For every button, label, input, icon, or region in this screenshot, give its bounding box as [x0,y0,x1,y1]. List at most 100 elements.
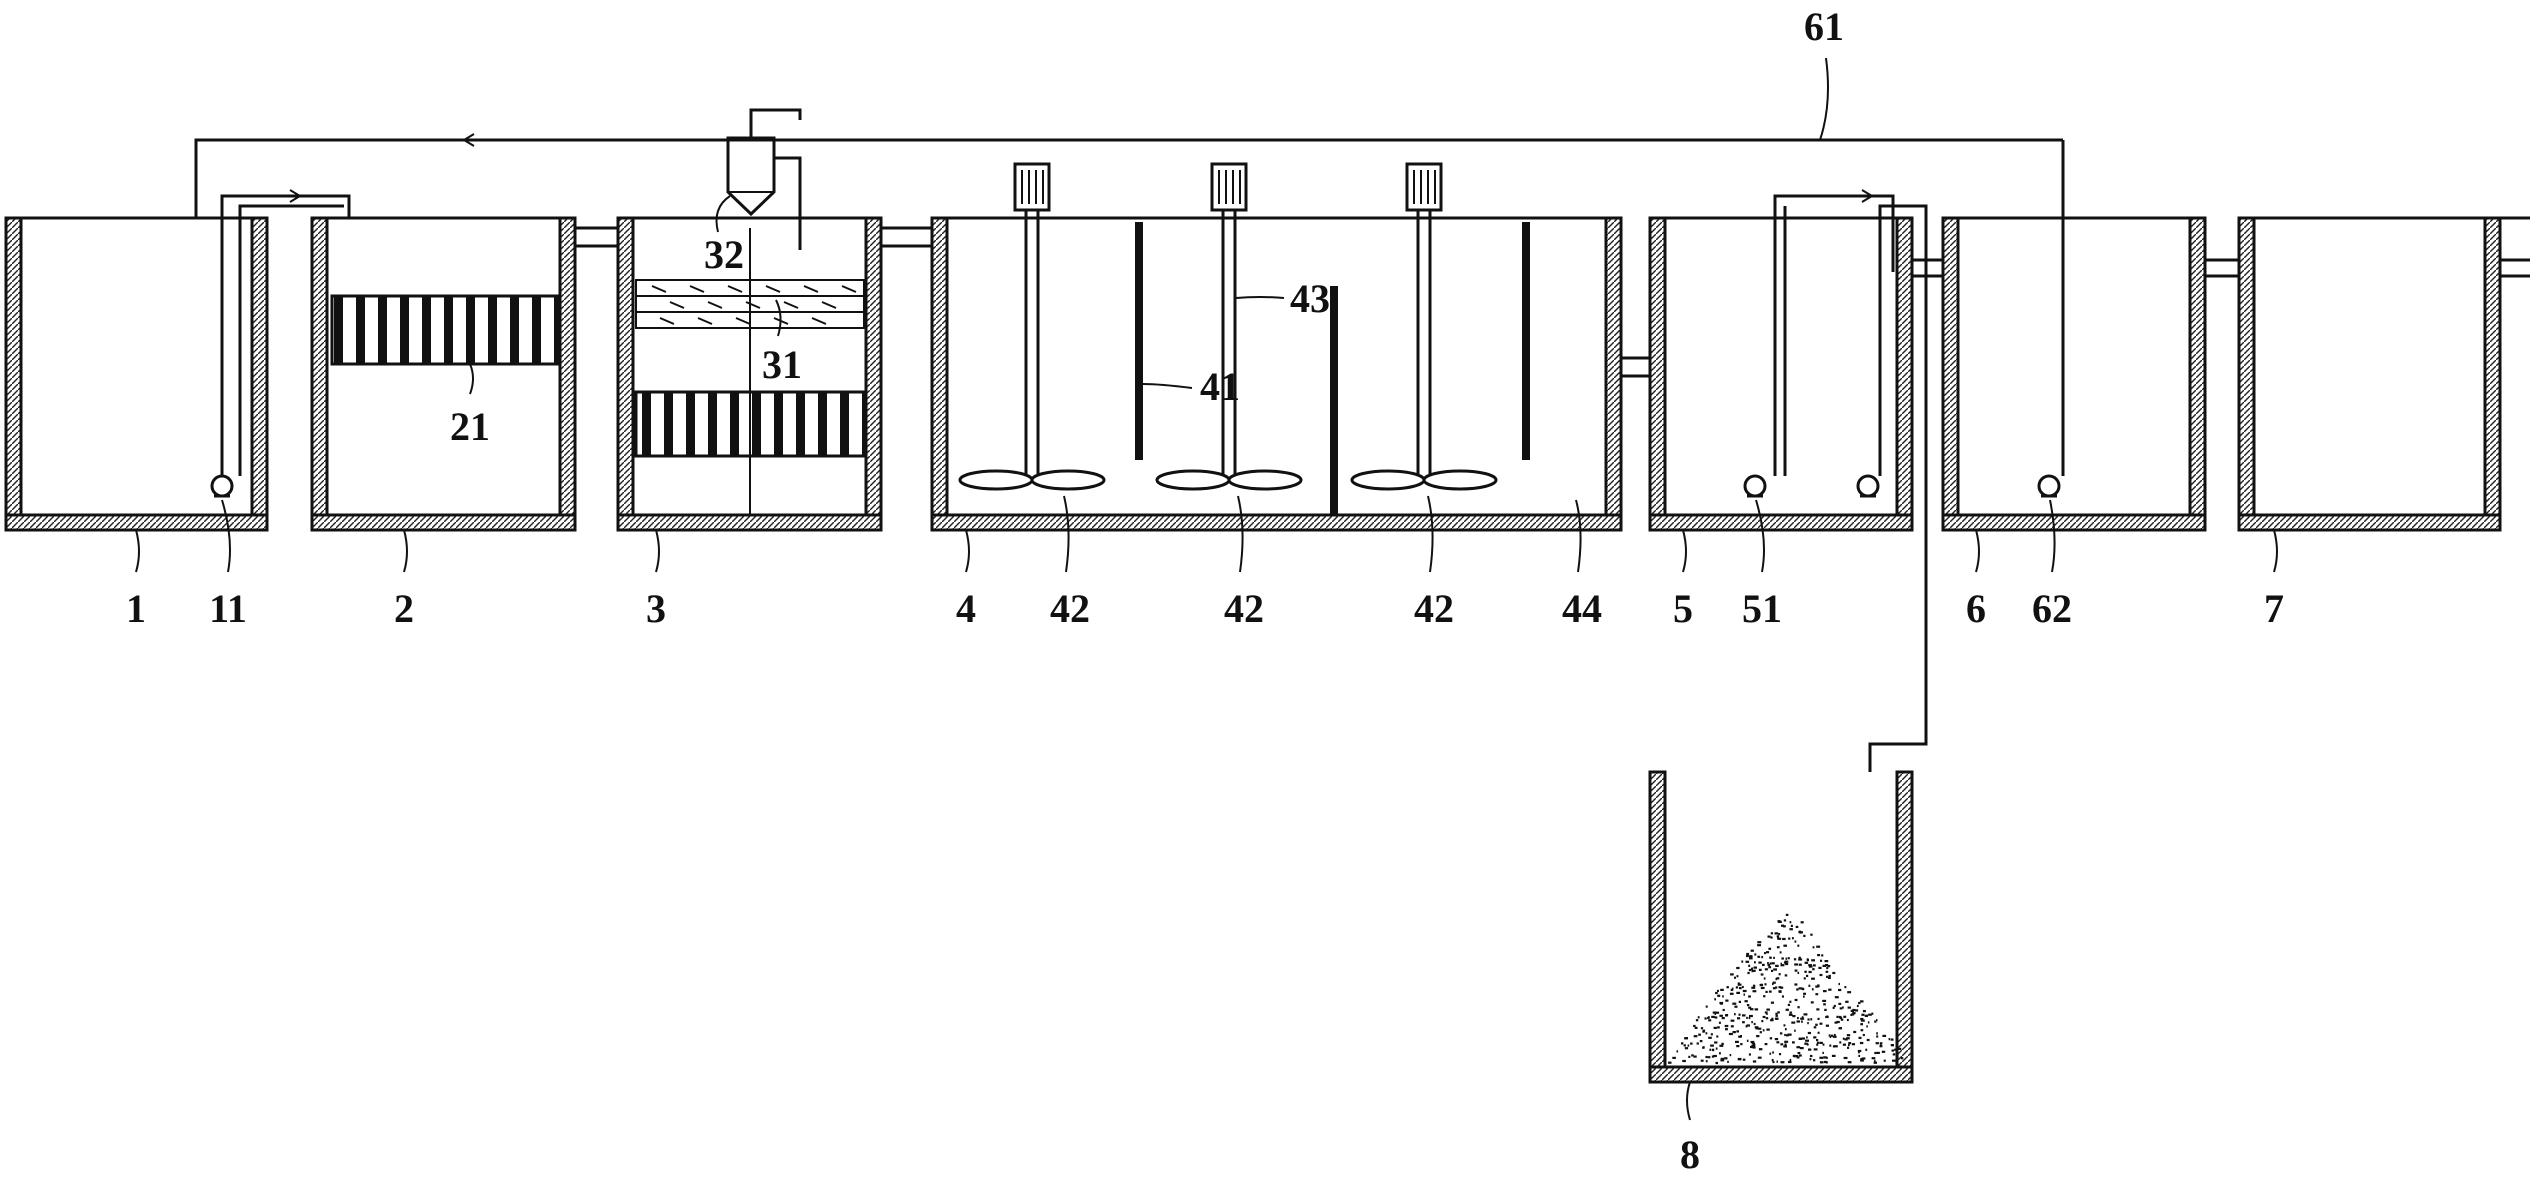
sludge-particle [1900,1057,1904,1060]
sludge-particle [1727,1060,1729,1063]
sludge-particle [1762,963,1765,966]
sludge-particle [1891,1044,1894,1047]
sludge-particle [1847,1061,1852,1064]
sludge-particle [1797,1017,1799,1020]
sludge-particle [1783,944,1787,947]
sludge-particle [1738,1013,1741,1016]
sludge-particle [1694,1026,1698,1029]
sludge-particle [1726,986,1729,989]
sludge-particle [1873,1061,1877,1064]
sludge-particle [1776,1041,1780,1044]
sludge-particle [1890,1038,1894,1041]
sludge-particle [1821,954,1824,957]
sludge-particle [1783,1024,1786,1027]
sludge-particle [1883,1059,1886,1062]
sludge-particle [1766,951,1770,954]
sludge-particle [1844,1038,1848,1041]
sludge-particle [1748,968,1752,972]
sludge-particle [1817,954,1821,957]
sludge-particle [1776,946,1780,949]
sludge-particle [1742,1014,1746,1017]
sludge-particle [1867,1021,1870,1024]
sludge-particle [1776,1060,1778,1063]
sludge-particle [1749,957,1753,960]
sludge-particle [1767,962,1769,965]
sludge-particle [1742,1058,1746,1061]
sludge-particle [1771,962,1775,965]
sludge-particle [1764,1043,1768,1046]
sludge-particle [1826,975,1829,978]
sludge-particle [1738,1035,1742,1038]
sludge-particle [1725,1028,1728,1031]
baffle-mid [1330,286,1338,514]
sludge-particle [1730,973,1734,976]
sludge-particle [1789,928,1793,931]
sludge-particle [1895,1061,1899,1064]
sludge-particle [1751,986,1756,989]
sludge-particle [1778,973,1781,976]
sludge-particle [1798,963,1802,966]
sludge-particle [1763,977,1766,980]
sludge-particle [1830,1034,1834,1037]
sludge-particle [1804,961,1809,964]
sludge-particle [1822,1043,1825,1046]
sludge-particle [1865,1048,1868,1051]
sludge-particle [1862,1057,1866,1060]
sludge-particle [1732,1031,1736,1034]
sludge-particle [1802,988,1805,991]
sludge-particle [1775,1012,1778,1015]
sludge-particle [1860,1019,1865,1022]
sludge-particle [1828,974,1831,977]
sludge-particle [1714,1012,1717,1015]
sludge-particle [1847,1006,1851,1009]
sludge-particle [1718,1021,1721,1024]
sludge-particle [1818,966,1822,969]
sludge-particle [1797,944,1800,947]
sludge-particle [1807,1018,1810,1021]
sludge-particle [1687,1044,1690,1047]
sludge-particle [1715,1011,1720,1014]
sludge-particle [1757,1056,1762,1059]
sludge-particle [1847,991,1852,994]
sludge-particle [1722,995,1724,998]
sludge-particle [1793,1055,1796,1058]
sludge-particle [1784,1040,1789,1043]
sludge-particle [1838,982,1840,986]
sludge-particle [1752,969,1756,972]
sludge-particle [1734,1013,1736,1016]
sludge-particle [1740,1043,1743,1046]
sludge-particle [1781,924,1784,927]
sludge-particle [1736,966,1740,970]
sludge-particle [1876,1019,1878,1022]
sludge-particle [1767,963,1771,967]
sludge-particle [1840,1018,1844,1021]
sludge-particle [1748,995,1751,998]
hopper-32 [726,108,802,250]
sludge-particle [1750,1045,1753,1049]
sludge-particle [1766,1008,1770,1011]
sludge-particle [1707,1056,1711,1059]
sludge-particle [1748,955,1753,958]
sludge-particle [1721,1042,1724,1045]
sludge-particle [1795,925,1799,928]
sludge-particle [1780,964,1785,967]
tank-4 [958,162,1530,514]
label-outlet-44: 44 [1562,586,1602,631]
sludge-particle [1720,1059,1725,1062]
tank-3 [634,108,866,515]
sludge-particle [1739,987,1742,990]
sludge-particle [1769,1037,1773,1040]
pump-62-icon [2037,474,2061,498]
sludge-particle [1806,959,1809,962]
leader-lines [135,57,2278,1121]
sludge-particle [1803,1013,1808,1016]
sludge-particle [1804,970,1807,973]
sludge-particle [1695,1019,1699,1022]
sludge-particle [1774,932,1779,935]
sludge-particle [1757,1027,1762,1030]
sludge-particle [1700,1027,1704,1030]
sludge-particle [1847,1046,1850,1049]
sludge-particle [1865,1014,1868,1017]
sludge-particle [1803,992,1806,995]
